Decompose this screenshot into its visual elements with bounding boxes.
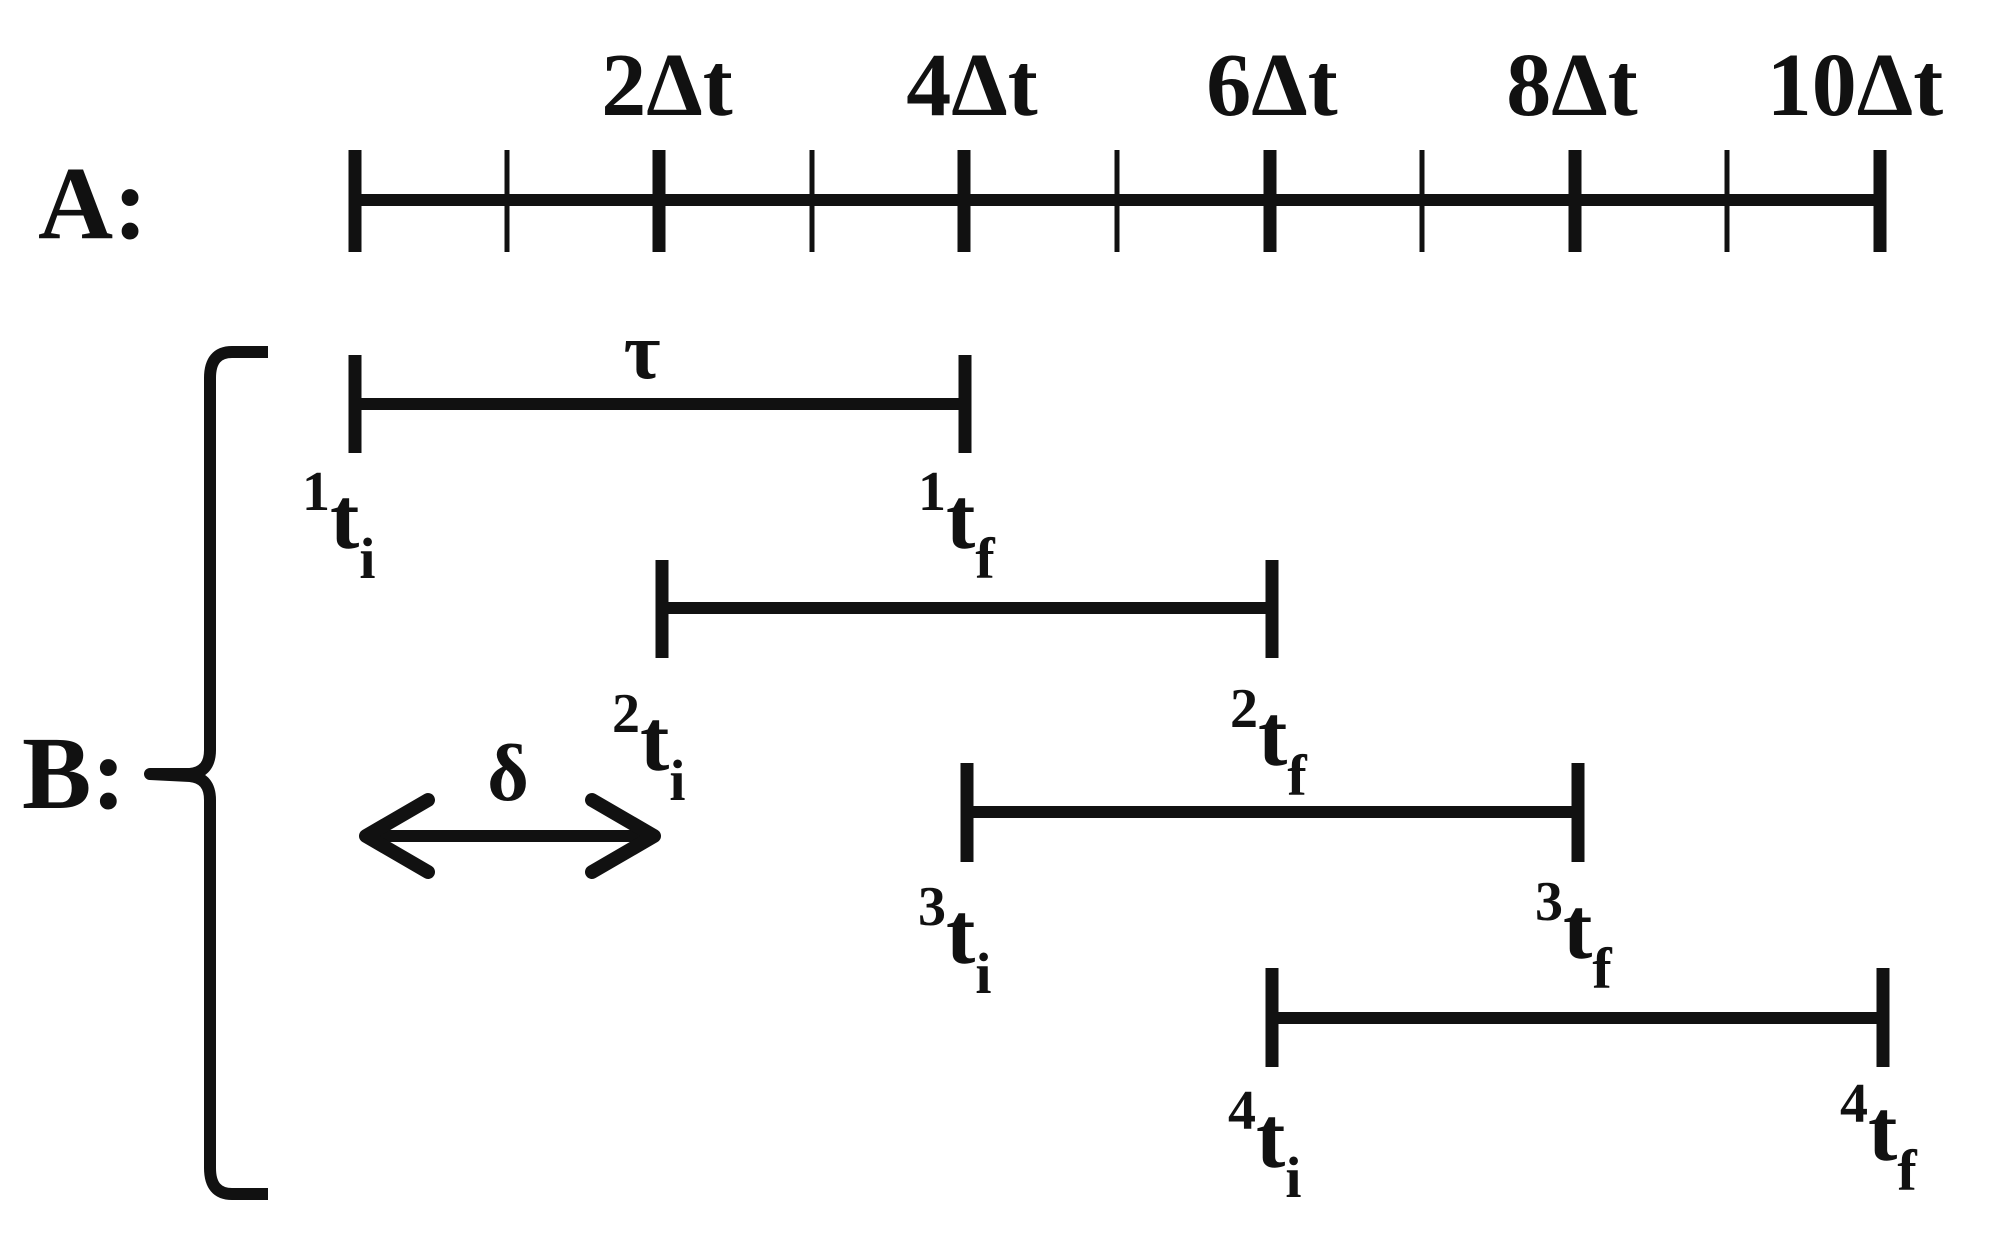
window-4-end-label: 4tf <box>1840 1073 1917 1203</box>
section-b-label: B: <box>22 716 126 831</box>
tick-label: 6Δt <box>1206 36 1337 135</box>
window-2-start-label: 2ti <box>612 683 685 813</box>
tick-label: 2Δt <box>601 36 732 135</box>
window-3-start-label: 3ti <box>918 876 991 1006</box>
timeline-a <box>348 150 1887 252</box>
window-1-start-label: 1ti <box>302 461 375 591</box>
tick-label: 4Δt <box>906 36 1037 135</box>
tau-label: τ <box>624 308 661 396</box>
delta-arrow <box>359 793 661 879</box>
window-3-end-label: 3tf <box>1535 871 1612 1001</box>
window-4 <box>1265 968 1890 1067</box>
tick-label: 10Δt <box>1767 36 1943 135</box>
window-3 <box>960 763 1585 862</box>
tick-label: 8Δt <box>1506 36 1637 135</box>
window-1-end-label: 1tf <box>918 461 995 591</box>
delta-label: δ <box>487 730 529 818</box>
section-a-label: A: <box>38 146 148 261</box>
window-1 <box>348 355 972 453</box>
window-2 <box>655 560 1279 658</box>
window-2-end-label: 2tf <box>1230 678 1307 808</box>
left-brace <box>144 346 268 1200</box>
window-4-start-label: 4ti <box>1228 1080 1301 1210</box>
